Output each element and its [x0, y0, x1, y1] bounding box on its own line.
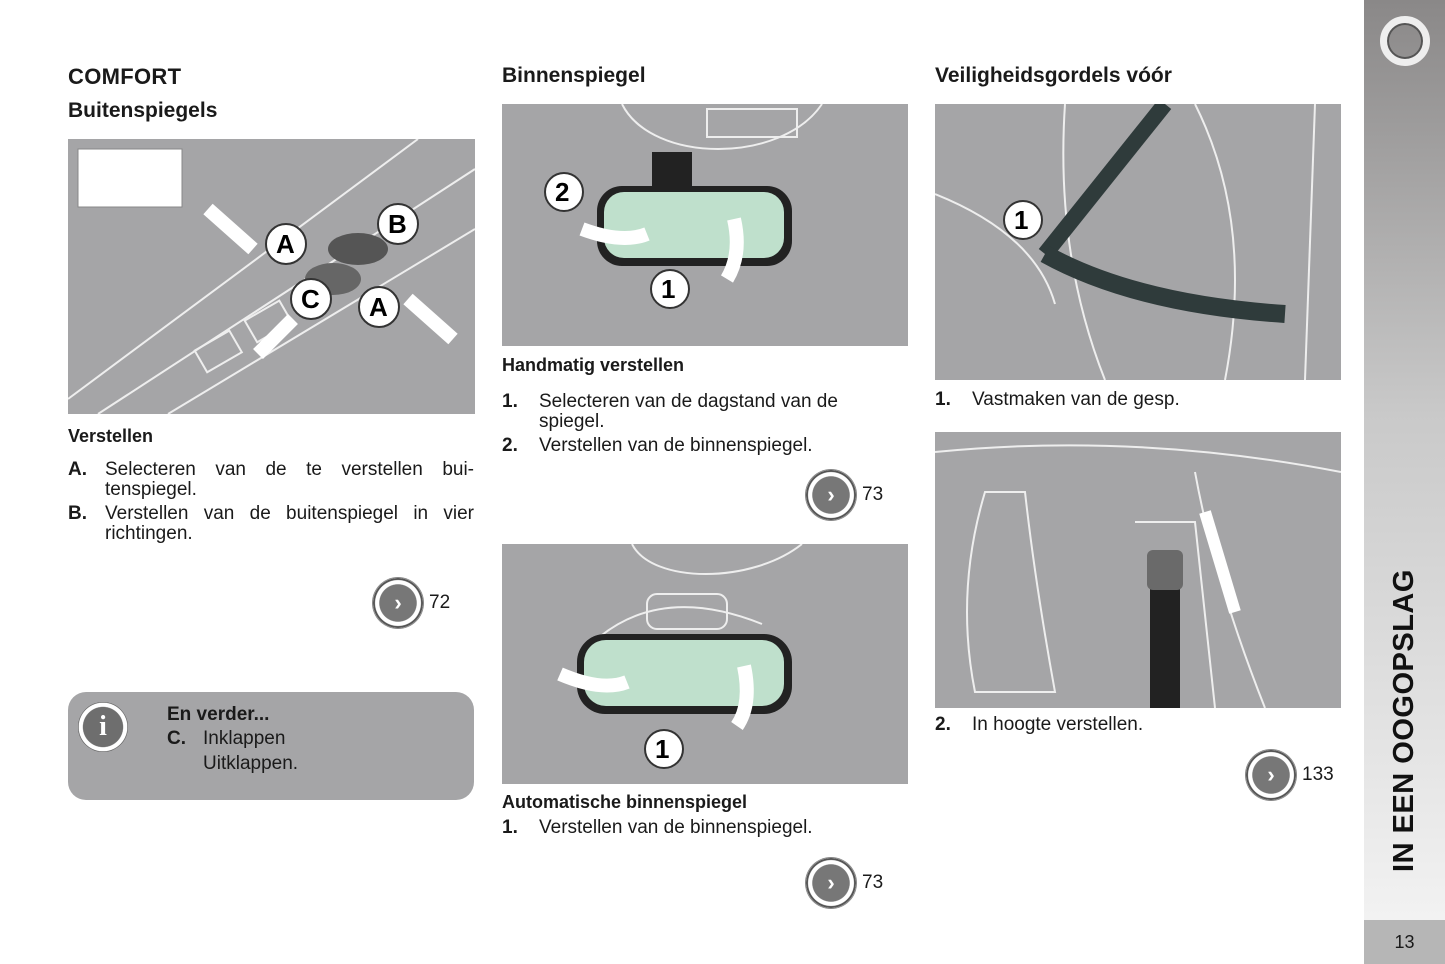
subheading-automatisch: Automatische binnenspiegel [502, 792, 748, 812]
seatbelt-buckle-illustration: 1 [935, 104, 1341, 380]
page-ref-link[interactable]: › 72 [373, 578, 450, 628]
label-a-2: A [369, 292, 388, 322]
chevron-right-icon: › [806, 858, 856, 908]
interior-mirror-manual-illustration: 2 1 [502, 104, 908, 346]
page-ref-link[interactable]: › 133 [1246, 750, 1334, 800]
list-item: A.Selecteren van de te verstellen bui-te… [68, 459, 474, 500]
svg-text:1: 1 [655, 734, 669, 764]
chevron-right-icon: › [373, 578, 423, 628]
list-item: 2.In hoogte verstellen. [935, 714, 1144, 735]
side-tab [1364, 0, 1445, 920]
page-ref-link[interactable]: › 73 [806, 470, 883, 520]
chevron-right-icon: › [1246, 750, 1296, 800]
interior-mirror-auto-illustration: 1 [502, 544, 908, 784]
list-item: 1.Verstellen van de binnenspiegel. [502, 817, 813, 838]
list-item: 1.Selecteren van de dagstand van de spie… [502, 391, 838, 432]
label-c: C [301, 284, 320, 314]
heading-buitenspiegels: Buitenspiegels [68, 99, 218, 122]
label-a: A [276, 229, 295, 259]
svg-text:2: 2 [555, 177, 569, 207]
svg-text:1: 1 [661, 274, 675, 304]
heading-binnenspiegel: Binnenspiegel [502, 64, 646, 87]
section-title: COMFORT [68, 64, 182, 89]
seatbelt-height-illustration [935, 432, 1341, 708]
side-tab-label: IN EEN OOGOPSLAG [1388, 568, 1420, 872]
list-item: 2.Verstellen van de binnenspiegel. [502, 435, 813, 456]
label-b: B [388, 209, 407, 239]
heading-veiligheidsgordels: Veiligheidsgordels vóór [935, 64, 1172, 87]
chevron-right-icon: › [806, 470, 856, 520]
svg-text:1: 1 [1014, 205, 1028, 235]
list-item: B.Verstellen van de buitenspiegel in vie… [68, 503, 474, 544]
info-icon: i [78, 702, 128, 752]
page-ref-link[interactable]: › 73 [806, 858, 883, 908]
info-box: i En verder... C. Inklappen Uitklappen. [68, 692, 474, 800]
mirror-controls-illustration: A B C A [68, 139, 475, 414]
subheading-handmatig: Handmatig verstellen [502, 355, 685, 375]
page-number: 13 [1364, 920, 1445, 964]
subheading-verstellen: Verstellen [68, 426, 154, 446]
chapter-ring-icon [1380, 16, 1430, 66]
list-item: 1.Vastmaken van de gesp. [935, 389, 1180, 410]
